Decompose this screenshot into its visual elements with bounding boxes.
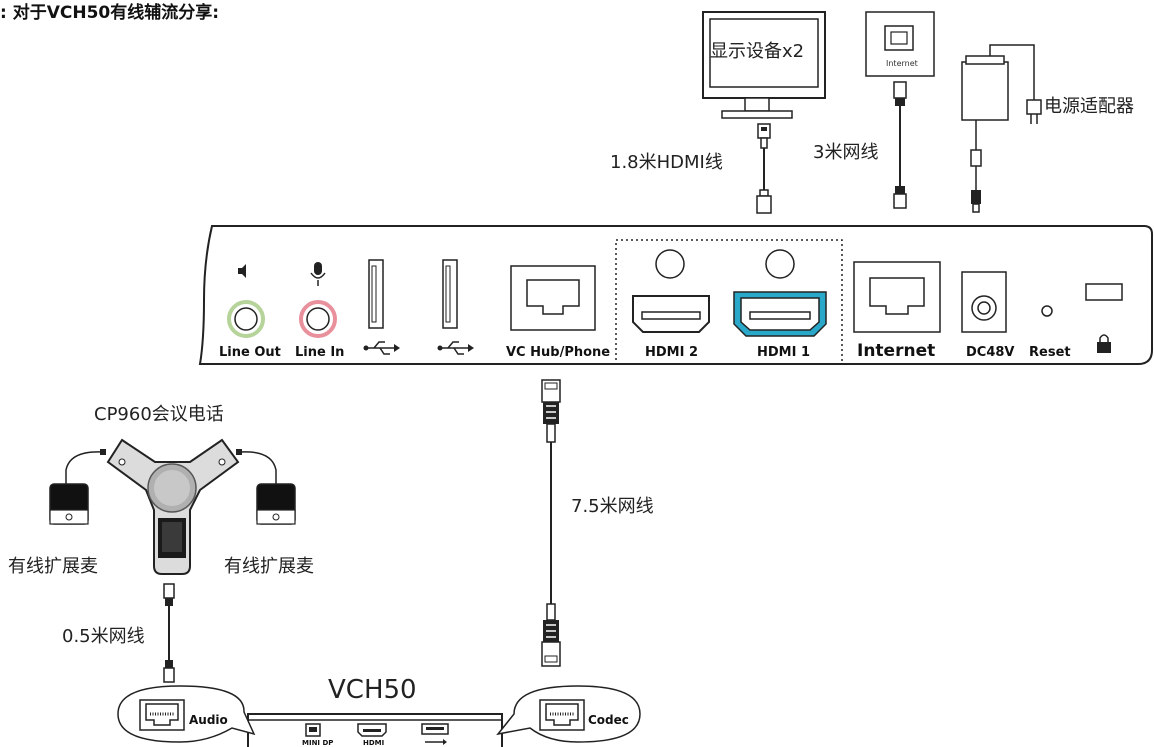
codec-port-callout: Codec: [496, 685, 641, 743]
right-mic-label: 有线扩展麦: [224, 556, 314, 577]
hdmi-cable-label: 1.8米HDMI线: [610, 152, 723, 173]
line-in-label: Line In: [295, 345, 344, 360]
internet-port: Internet: [853, 261, 941, 361]
monitor-label: 显示设备x2: [710, 41, 804, 62]
hdmi2-port: HDMI 2: [632, 249, 710, 360]
vc-hub-port: VC Hub/Phone: [506, 265, 610, 360]
audio-port-callout: Audio: [117, 685, 256, 743]
mini-dp-label: MINI DP: [302, 739, 333, 747]
diagram-title: : 对于VCH50有线辅流分享:: [0, 2, 219, 23]
vch-rear-panel: Line Out Line In: [198, 225, 1153, 365]
network-cable-05m: [163, 583, 175, 683]
network-cable-75m: [541, 379, 561, 667]
hdmi1-label: HDMI 1: [757, 345, 810, 360]
rj45-jack-icon: [545, 703, 579, 726]
vch50-box: MINI DP HDMI: [247, 713, 503, 747]
vc-hub-label: VC Hub/Phone: [506, 345, 610, 360]
network-75m-label: 7.5米网线: [571, 496, 654, 517]
dc-port: DC48V: [961, 271, 1014, 360]
hdmi-cable: [756, 123, 772, 214]
rj45-jack-icon: [145, 703, 179, 726]
left-mic-label: 有线扩展麦: [8, 556, 98, 577]
line-out-port: Line Out: [219, 264, 281, 360]
reset-button: Reset: [1029, 305, 1071, 360]
cp960-phone: [106, 438, 240, 575]
usb-port-2: [437, 259, 474, 355]
phone-label: CP960会议电话: [94, 404, 224, 425]
vch-label: VCH50: [328, 675, 417, 705]
rj45-jack-icon: [869, 277, 925, 315]
reset-label: Reset: [1029, 345, 1071, 360]
speaker-icon: [238, 264, 246, 278]
internet-jack-label: Internet: [886, 59, 918, 68]
network-cable-3m: [893, 81, 907, 209]
network-3m-label: 3米网线: [813, 142, 878, 163]
hdmi-box-label: HDMI: [363, 739, 384, 747]
internet-wall-jack: Internet: [865, 11, 935, 77]
rj45-jack-icon: [526, 279, 580, 315]
power-adapter: [961, 44, 1042, 213]
hdmi2-label: HDMI 2: [645, 345, 698, 360]
kensington-lock: [1085, 283, 1123, 353]
internet-label: Internet: [857, 341, 935, 361]
microphone-icon: [310, 262, 326, 286]
power-adapter-label: 电源适配器: [1044, 96, 1134, 117]
left-extension-mic: [49, 449, 106, 525]
audio-label: Audio: [189, 713, 228, 727]
network-05m-label: 0.5米网线: [62, 626, 145, 647]
hdmi1-port: HDMI 1: [733, 249, 827, 360]
usb-port-1: [363, 259, 400, 355]
right-extension-mic: [236, 449, 296, 525]
usb-icon: [425, 739, 447, 745]
line-in-port: Line In: [295, 262, 344, 360]
line-out-label: Line Out: [219, 345, 281, 360]
dc-label: DC48V: [966, 345, 1014, 360]
codec-label: Codec: [588, 713, 629, 727]
usb-icon: [437, 341, 474, 355]
usb-icon: [363, 341, 400, 355]
monitor-device: 显示设备x2: [702, 11, 826, 119]
lock-icon: [1097, 334, 1111, 353]
